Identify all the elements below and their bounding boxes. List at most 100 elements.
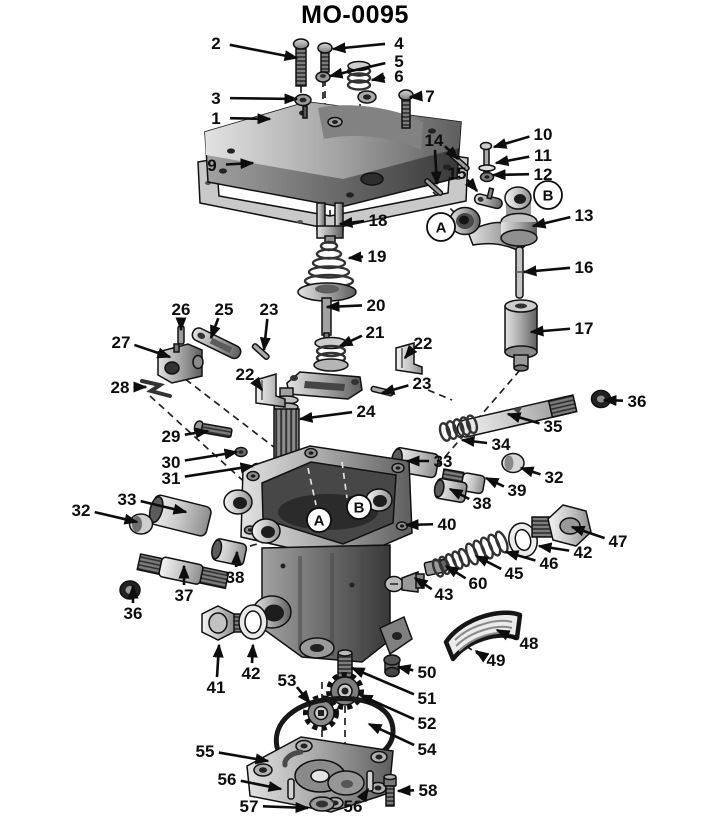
callout-label-28: 28 — [111, 378, 130, 397]
part-3-nut-and-stud — [294, 90, 377, 119]
callout-arrow-2 — [229, 43, 299, 61]
part-13-lever-assembly — [449, 186, 538, 252]
ref-marker-letter-B: B — [354, 500, 365, 517]
callout-label-4: 4 — [394, 34, 404, 53]
callout-arrow-24 — [298, 410, 353, 423]
callout-label-25: 25 — [215, 300, 234, 319]
callout-label-42: 42 — [574, 543, 593, 562]
callout-arrow-58 — [396, 784, 415, 796]
part-15-link-plate — [473, 187, 503, 210]
callout-arrow-4 — [331, 42, 386, 54]
callout-label-51: 51 — [418, 689, 437, 708]
ref-marker-letter-A: A — [436, 220, 447, 237]
callout-arrow-32 — [519, 466, 541, 478]
callout-label-32: 32 — [72, 501, 91, 520]
callout-arrow-25 — [209, 317, 221, 340]
callout-arrow-52 — [358, 693, 415, 721]
callout-arrow-30 — [184, 448, 239, 462]
callout-arrow-39 — [484, 476, 505, 489]
callout-label-45: 45 — [505, 564, 524, 583]
callout-label-29: 29 — [162, 427, 181, 446]
callout-label-55: 55 — [196, 742, 215, 761]
callout-arrow-43 — [413, 576, 433, 591]
part-21-bearing-stack — [313, 336, 349, 372]
callout-arrow-54 — [367, 722, 415, 747]
callout-arrow-32 — [94, 510, 139, 525]
part-58-bolt — [383, 773, 397, 807]
part-56-pin-right — [366, 770, 374, 792]
part-53-gear — [303, 695, 339, 731]
callout-arrow-23 — [259, 318, 271, 352]
callout-arrow-53 — [295, 686, 312, 705]
part-37-threaded-shaft — [136, 553, 230, 590]
callout-label-54: 54 — [418, 740, 437, 759]
callout-label-11: 11 — [534, 146, 552, 165]
callout-arrow-31 — [184, 462, 255, 478]
callout-label-33: 33 — [434, 452, 453, 471]
callout-arrow-10 — [492, 135, 530, 149]
part-33-bushing-left — [148, 494, 212, 537]
part-42-oring-right — [508, 522, 538, 558]
part-6-spring-plug — [346, 60, 372, 91]
callout-arrow-48 — [495, 628, 517, 641]
callout-label-23: 23 — [413, 374, 432, 393]
callout-label-18: 18 — [369, 211, 388, 230]
callout-label-9: 9 — [207, 156, 216, 175]
callout-arrow-57 — [262, 802, 310, 814]
callout-label-57: 57 — [240, 797, 259, 816]
callout-label-1: 1 — [211, 109, 220, 128]
part-2-bolt — [292, 38, 310, 87]
ref-marker-circle-A — [426, 212, 456, 242]
callout-arrow-12 — [491, 169, 530, 181]
part-52-gear — [326, 672, 364, 710]
callout-arrow-27 — [133, 343, 172, 359]
callout-arrow-9 — [225, 158, 255, 170]
page-title: MO-0095 — [301, 1, 409, 29]
callout-label-41: 41 — [207, 678, 226, 697]
ref-marker-letter-A: A — [314, 513, 325, 530]
callout-arrow-14 — [444, 145, 460, 161]
part-4-bolt — [317, 42, 333, 73]
ref-marker-circle-A — [306, 507, 332, 533]
part-41-hex-plug — [201, 605, 245, 641]
callout-arrow-34 — [460, 436, 488, 447]
shift-carrier-plate — [286, 371, 363, 400]
callout-label-14: 14 — [425, 131, 444, 150]
callout-label-43: 43 — [435, 585, 454, 604]
callout-label-56: 56 — [218, 770, 237, 789]
callout-label-31: 31 — [162, 469, 181, 488]
part-45-spring — [431, 547, 471, 578]
callout-arrow-42 — [537, 542, 570, 554]
part-50-plug — [383, 654, 401, 678]
callout-label-6: 6 — [394, 67, 403, 86]
ref-marker-circle-B — [346, 494, 372, 520]
callout-label-10: 10 — [534, 125, 553, 144]
part-57-nut — [309, 796, 335, 812]
callout-arrow-49 — [474, 649, 490, 663]
callout-label-49: 49 — [487, 651, 506, 670]
callout-label-13: 13 — [575, 206, 594, 225]
callout-arrow-11 — [494, 155, 530, 167]
callout-arrow-51 — [350, 666, 415, 696]
callout-arrow-6 — [370, 72, 386, 84]
part-17-plunger — [504, 299, 538, 372]
callout-label-52: 52 — [418, 714, 437, 733]
callout-label-37: 37 — [175, 586, 194, 605]
part-18-clevis — [316, 202, 344, 244]
callout-label-53: 53 — [278, 671, 297, 690]
callout-arrow-41 — [212, 643, 224, 678]
part-20-retainer-shaft — [297, 282, 357, 342]
callout-label-39: 39 — [508, 481, 527, 500]
part-19-cone-spring — [303, 240, 355, 289]
part-36-seal-left — [119, 580, 141, 600]
part-42-oring-left — [238, 604, 268, 640]
callout-label-35: 35 — [544, 417, 563, 436]
callout-arrow-56 — [356, 787, 370, 803]
callout-arrow-33 — [140, 499, 188, 515]
callout-arrow-3 — [229, 93, 299, 105]
callout-label-27: 27 — [112, 333, 131, 352]
part-27-pivot-block — [157, 343, 204, 384]
part-40-main-housing — [223, 445, 413, 663]
